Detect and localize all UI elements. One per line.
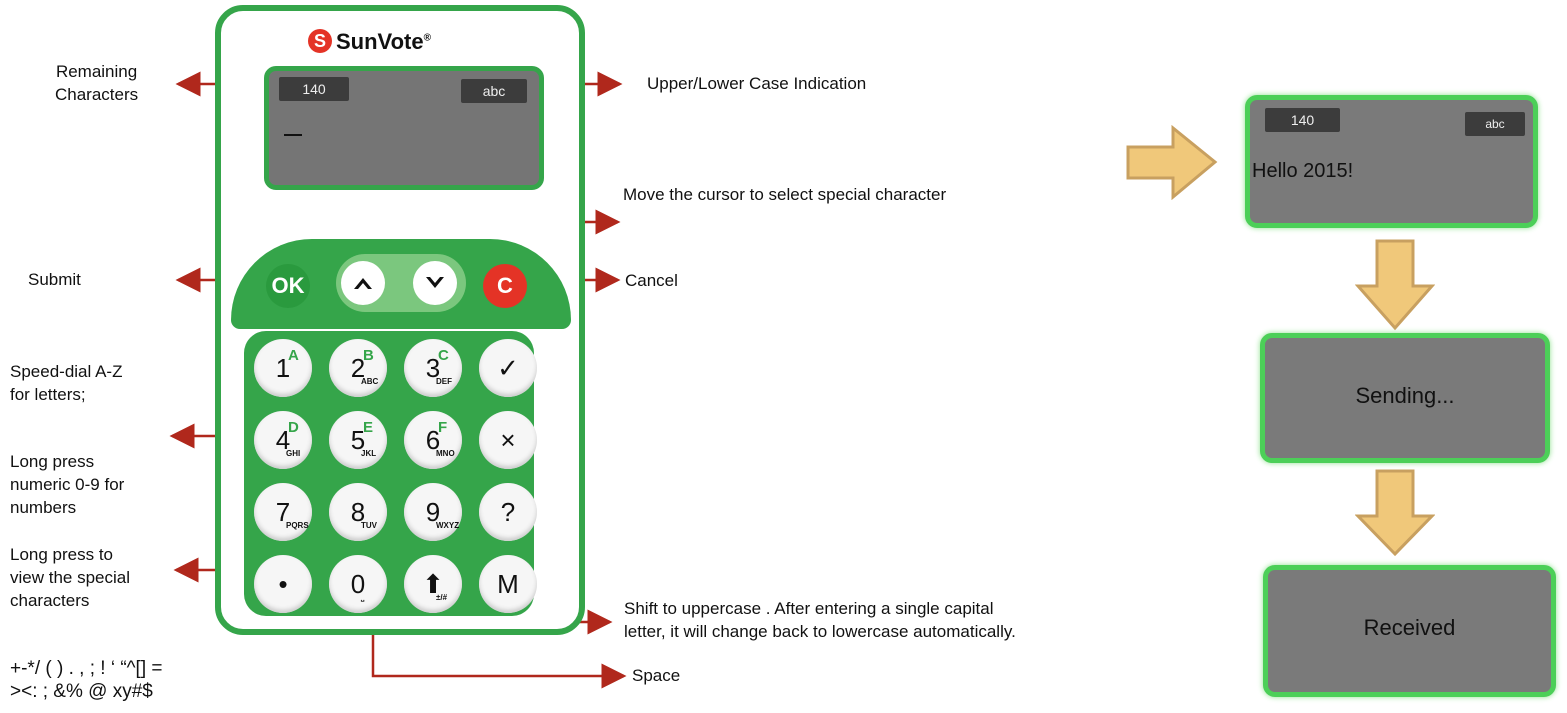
key-sub-label: ABC — [361, 377, 379, 386]
key-main-label: ✓ — [497, 352, 519, 383]
key-main-label: M — [497, 568, 519, 599]
special-characters-list: +-*/ ( ) . , ; ! ‘ “^[] = ><: ; &% @ xy#… — [10, 658, 163, 702]
text-cursor — [284, 134, 302, 136]
case-indicator: abc — [461, 79, 527, 103]
key-sub-label: ±/# — [436, 593, 448, 602]
label-shift: Shift to uppercase . After entering a si… — [624, 599, 1016, 641]
key-sub-label: JKL — [361, 449, 377, 458]
key-main-label: ? — [500, 496, 516, 527]
label-case-indication: Upper/Lower Case Indication — [647, 74, 867, 93]
label-submit: Submit — [28, 270, 81, 289]
key-7[interactable]: × — [479, 411, 537, 469]
label-long-press-numeric: Long press numeric 0-9 for numbers — [10, 452, 125, 517]
key-main-label: 9 — [425, 496, 441, 527]
key-letter-label: C — [438, 347, 449, 364]
down-button[interactable] — [413, 261, 457, 305]
keypad-screen: 140 abc — [264, 66, 544, 190]
label-move-cursor: Move the cursor to select special charac… — [623, 185, 947, 204]
flow-arrow-down-2 — [1355, 469, 1435, 557]
key-sub-label: PQRS — [286, 521, 309, 530]
flow-message: Hello 2015! — [1252, 160, 1354, 182]
brand-name: SunVote — [336, 29, 424, 54]
label-speed-dial: Speed-dial A-Z for letters; — [10, 362, 123, 404]
label-cancel: Cancel — [625, 271, 678, 290]
key-letter-label: E — [363, 419, 374, 436]
key-letter-label: B — [363, 347, 374, 364]
chevron-up-icon — [354, 278, 372, 289]
flow-case-indicator: abc — [1465, 112, 1525, 136]
screen-received: Received — [1263, 565, 1556, 697]
cancel-button[interactable]: C — [483, 264, 527, 308]
key-sub-label: WXYZ — [436, 521, 460, 530]
remaining-count: 140 — [279, 77, 349, 101]
key-main-label: 5 — [350, 424, 366, 455]
chevron-down-icon — [426, 277, 444, 288]
key-3[interactable]: ✓ — [479, 339, 537, 397]
received-text: Received — [1363, 615, 1456, 640]
label-space: Space — [632, 666, 681, 685]
sunvote-logo-icon: S — [308, 29, 332, 53]
key-13[interactable]: 0⎵ — [329, 555, 387, 613]
key-main-label: ⬆ — [422, 568, 444, 599]
flow-arrow-right — [1126, 125, 1218, 200]
key-15[interactable]: M — [479, 555, 537, 613]
up-button[interactable] — [341, 261, 385, 305]
key-main-label: 1 — [275, 352, 291, 383]
key-sub-label: ⎵ — [361, 593, 365, 602]
key-sub-label: MNO — [436, 449, 455, 458]
key-sub-label: TUV — [361, 521, 377, 530]
key-sub-label: GHI — [286, 449, 301, 458]
key-letter-label: A — [288, 347, 299, 364]
key-main-label: × — [500, 424, 516, 455]
key-11[interactable]: ? — [479, 483, 537, 541]
key-main-label: 2 — [350, 352, 366, 383]
label-remaining: Remaining Characters — [55, 62, 139, 104]
key-12[interactable]: • — [254, 555, 312, 613]
ok-button[interactable]: OK — [266, 264, 310, 308]
key-main-label: 0 — [350, 568, 366, 599]
screen-sending: Sending... — [1260, 333, 1550, 463]
key-main-label: 8 — [350, 496, 366, 527]
key-letter-label: F — [438, 419, 448, 436]
key-main-label: • — [278, 568, 288, 599]
key-14[interactable]: ⬆±/# — [404, 555, 462, 613]
flow-remaining-count: 140 — [1265, 108, 1340, 132]
key-main-label: 6 — [425, 424, 441, 455]
key-main-label: 7 — [275, 496, 291, 527]
key-letter-label: D — [288, 419, 299, 436]
flow-arrow-down-1 — [1355, 239, 1435, 331]
key-main-label: 3 — [425, 352, 441, 383]
brand-logo: S SunVote® — [308, 29, 431, 55]
label-long-press-special: Long press to view the special character… — [10, 545, 131, 610]
sending-text: Sending... — [1355, 383, 1455, 408]
screen-typing: 140 abc Hello 2015! — [1245, 95, 1538, 228]
key-main-label: 4 — [275, 424, 291, 455]
key-sub-label: DEF — [436, 377, 452, 386]
